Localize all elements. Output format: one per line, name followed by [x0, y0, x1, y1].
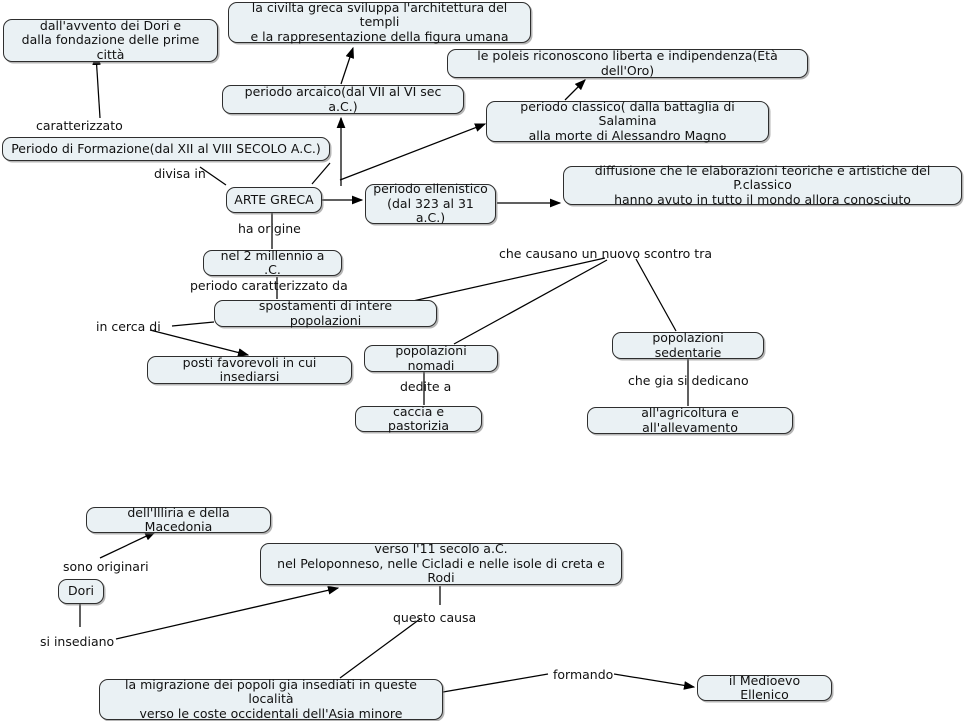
concept-node[interactable]: la migrazione dei popoli gia insediati i…: [99, 677, 443, 721]
link-label: si insediano: [40, 634, 115, 649]
concept-edge: [403, 257, 606, 304]
link-label: ha origine: [238, 221, 301, 236]
link-label: in cerca di: [96, 319, 161, 334]
link-label: periodo caratterizzato da: [190, 278, 348, 293]
link-label: caratterizzato: [36, 118, 123, 133]
concept-node[interactable]: periodo arcaico(dal VII al VI sec a.C.): [222, 84, 464, 114]
concept-node[interactable]: verso l'11 secolo a.C. nel Peloponneso, …: [260, 542, 622, 585]
concept-node[interactable]: spostamenti di intere popolazioni: [214, 298, 437, 327]
concept-node[interactable]: posti favorevoli in cui insediarsi: [147, 355, 352, 384]
concept-edge: [339, 618, 421, 679]
concept-node[interactable]: le poleis riconoscono liberta e indipend…: [447, 48, 808, 78]
concept-node[interactable]: periodo ellenistico (dal 323 al 31 a.C.): [365, 182, 496, 225]
concept-edge: [339, 123, 487, 181]
concept-edge: [564, 79, 586, 101]
concept-edge: [99, 531, 157, 559]
concept-node[interactable]: diffusione che le elaborazioni teoriche …: [563, 163, 962, 207]
concept-edge: [171, 321, 215, 327]
link-label: che causano un nuovo scontro tra: [499, 246, 713, 261]
concept-node[interactable]: Periodo di Formazione(dal XII al VIII SE…: [2, 137, 330, 161]
concept-node[interactable]: dell'Illiria e della Macedonia: [86, 505, 271, 534]
link-label: che gia si dedicano: [628, 373, 749, 388]
concept-node[interactable]: periodo classico( dalla battaglia di Sal…: [486, 99, 769, 143]
link-label: questo causa: [393, 610, 477, 625]
concept-node[interactable]: popolazioni sedentarie: [612, 330, 764, 359]
concept-node[interactable]: ARTE GRECA: [226, 187, 322, 213]
concept-edge: [92, 53, 101, 119]
concept-node[interactable]: dall'avvento dei Dori e dalla fondazione…: [3, 18, 218, 62]
concept-node[interactable]: nel 2 millennio a .C.: [203, 248, 342, 277]
concept-node[interactable]: Dori: [58, 579, 104, 604]
concept-edge: [442, 673, 549, 693]
concept-node[interactable]: popolazioni nomadi: [364, 343, 498, 372]
concept-node[interactable]: la civilta greca sviluppa l'architettura…: [228, 0, 531, 44]
concept-edge: [340, 46, 354, 85]
link-label: divisa in: [154, 166, 206, 181]
concept-node[interactable]: caccia e pastorizia: [355, 404, 482, 433]
link-label: formando: [553, 667, 614, 682]
concept-edge: [453, 259, 608, 345]
link-label: dedite a: [400, 379, 452, 394]
concept-edge: [613, 673, 696, 690]
link-label: sono originari: [63, 559, 149, 574]
concept-edge: [149, 329, 250, 357]
concept-edge: [635, 258, 677, 332]
concept-node[interactable]: all'agricoltura e all'allevamento: [587, 405, 793, 434]
concept-edge: [115, 585, 340, 640]
concept-node[interactable]: il Medioevo Ellenico: [697, 673, 832, 702]
concept-edge: [311, 162, 331, 185]
